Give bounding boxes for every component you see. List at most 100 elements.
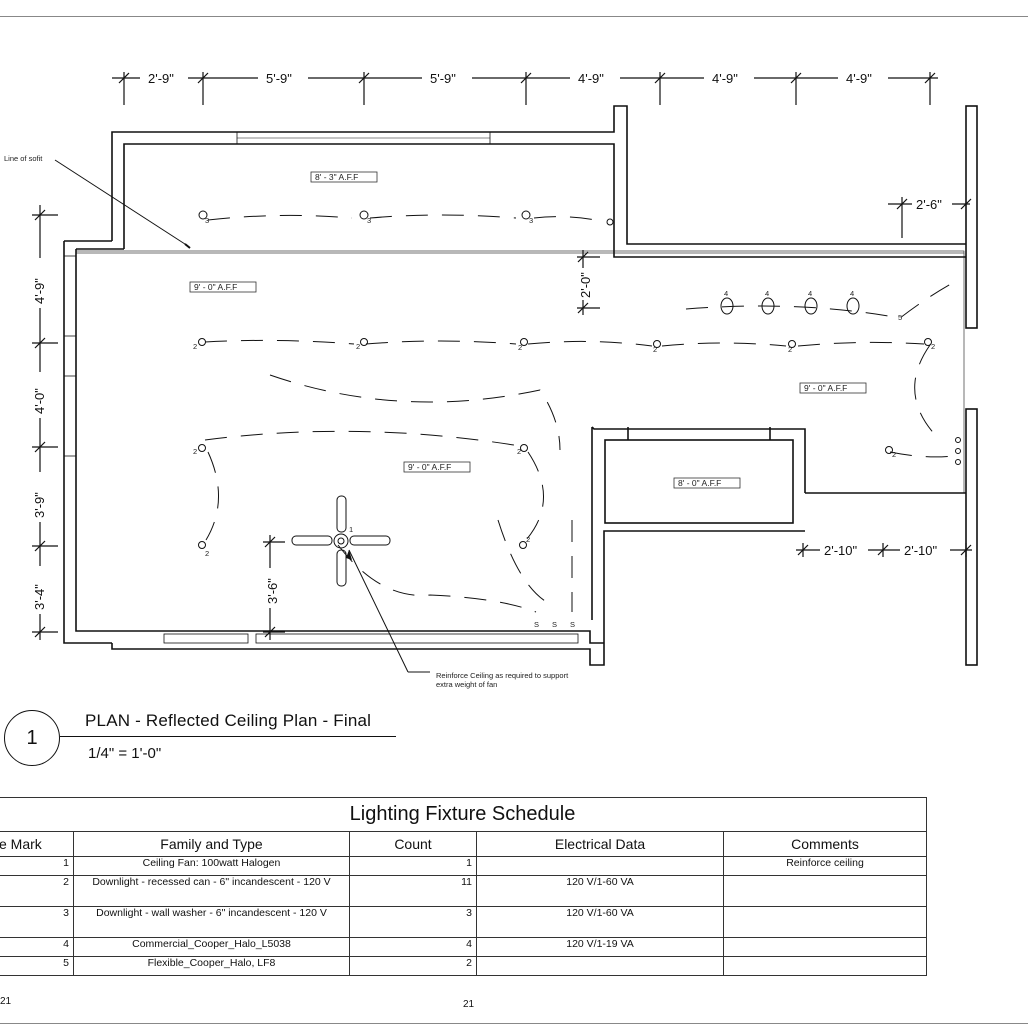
- mark-downlight-e: 2: [788, 345, 792, 354]
- view-scale: 1/4" = 1'-0": [88, 745, 162, 762]
- dim-center: 2'-0": [578, 272, 593, 298]
- tag-box-center: [403, 461, 471, 473]
- fan-note-leader: [346, 549, 430, 673]
- ceiling-tag-upper: 8' - 3" A.F.F: [315, 172, 358, 182]
- cell-electrical: [476, 856, 724, 876]
- mark-downlight-d: 2: [653, 345, 657, 354]
- cell-comments: [723, 937, 927, 957]
- page-number-center: 21: [463, 999, 475, 1010]
- mark-downlight-b: 2: [356, 342, 360, 351]
- col-comments: Comments: [723, 831, 927, 857]
- sheet-border-bottom: [0, 1023, 1028, 1024]
- mark-commercial-c: 4: [808, 289, 812, 298]
- dim-right-top: 2'-6": [916, 197, 942, 212]
- mark-washer-a: 3: [205, 216, 209, 225]
- mark-washer-c: 3: [529, 216, 533, 225]
- top-dimension-string: [112, 72, 938, 105]
- dim-bottom-right-2: 2'-10": [904, 543, 938, 558]
- cell-mark: 1: [0, 856, 74, 876]
- tag-box-left: [189, 281, 257, 293]
- cell-comments: [723, 875, 927, 907]
- ceiling-height-tags: 8' - 3" A.F.F 9' - 0" A.F.F 9' - 0" A.F.…: [189, 171, 867, 489]
- cell-mark: 3: [0, 906, 74, 938]
- cell-electrical: 120 V/1-19 VA: [476, 937, 724, 957]
- interior-dimension-labels: 2'-6" 2'-0" 3'-6" 2'-10" 2'-10": [262, 196, 952, 608]
- table-row: 5 Flexible_Cooper_Halo, LF8 2: [0, 956, 927, 976]
- lighting-fixture-schedule: Lighting Fixture Schedule e Mark Family …: [0, 797, 927, 976]
- ceiling-tag-center: 9' - 0" A.F.F: [408, 462, 451, 472]
- table-row: 3 Downlight - wall washer - 6" incandesc…: [0, 906, 927, 938]
- switch-mark-a: S: [534, 620, 539, 629]
- schedule-header-row: e Mark Family and Type Count Electrical …: [0, 831, 927, 857]
- schedule-title: Lighting Fixture Schedule: [0, 797, 927, 832]
- view-number-bubble: 1: [4, 710, 60, 766]
- downlight-fixtures: [198, 338, 961, 549]
- mark-downlight-g: 2: [193, 447, 197, 456]
- table-row: 1 Ceiling Fan: 100watt Halogen 1 Reinfor…: [0, 856, 927, 876]
- cell-comments: [723, 906, 927, 938]
- col-electrical: Electrical Data: [476, 831, 724, 857]
- switch-mark-b: S: [552, 620, 557, 629]
- sheet-border-top: [0, 16, 1028, 17]
- mark-commercial-b: 4: [765, 289, 769, 298]
- left-dimension-labels: 4'-9" 4'-0" 3'-9" 3'-4": [30, 258, 50, 614]
- interior-dimensions: [263, 197, 972, 640]
- cell-electrical: [476, 956, 724, 976]
- table-row: 4 Commercial_Cooper_Halo_L5038 4 120 V/1…: [0, 937, 927, 957]
- soffit-line: [54, 159, 191, 249]
- cell-electrical: 120 V/1-60 VA: [476, 875, 724, 907]
- wall-washer-fixtures: [198, 210, 614, 226]
- ceiling-tag-right: 9' - 0" A.F.F: [804, 383, 847, 393]
- cell-count: 1: [349, 856, 477, 876]
- mark-downlight-a: 2: [193, 342, 197, 351]
- dim-top-4: 4'-9": [578, 71, 604, 86]
- fixtures: [198, 210, 961, 587]
- dim-left-2: 4'-0": [32, 388, 47, 414]
- ceiling-fan: [291, 495, 391, 587]
- commercial-fixtures: [720, 297, 860, 315]
- mark-commercial-a: 4: [724, 289, 728, 298]
- mark-commercial-d: 4: [850, 289, 854, 298]
- switch-legs: [204, 214, 961, 613]
- ceiling-tag-left: 9' - 0" A.F.F: [194, 282, 237, 292]
- mark-downlight-h: 2: [517, 447, 521, 456]
- cell-type: Commercial_Cooper_Halo_L5038: [73, 937, 350, 957]
- fan-note-line-2: extra weight of fan: [436, 680, 497, 689]
- dim-top-5: 4'-9": [712, 71, 738, 86]
- ceiling-tag-closet: 8' - 0" A.F.F: [678, 478, 721, 488]
- tag-box-closet: [673, 477, 741, 489]
- tag-box-right: [799, 382, 867, 394]
- fixture-mark-labels: 1 3 3 3 2 2 2 2 2 2 2 2 2 2 2 4 4 4 4 5 …: [193, 216, 935, 629]
- tag-box-upper: [310, 171, 378, 183]
- col-family-type: Family and Type: [73, 831, 350, 857]
- mark-fan: 1: [349, 525, 353, 534]
- cell-count: 3: [349, 906, 477, 938]
- mark-flexible: 5: [898, 313, 902, 322]
- page-number-left: 21: [0, 996, 12, 1007]
- mark-downlight-i: 2: [205, 549, 209, 558]
- cell-mark: 2: [0, 875, 74, 907]
- view-title-rule: [60, 736, 396, 737]
- switch-mark-c: S: [570, 620, 575, 629]
- cell-type: Downlight - wall washer - 6" incandescen…: [73, 906, 350, 938]
- cell-count: 2: [349, 956, 477, 976]
- col-count: Count: [349, 831, 477, 857]
- cell-comments: Reinforce ceiling: [723, 856, 927, 876]
- soffit-note: Line of sofit: [4, 154, 43, 163]
- walls: [63, 105, 978, 666]
- dim-left-1: 4'-9": [32, 278, 47, 304]
- dim-top-1: 2'-9": [148, 71, 174, 86]
- dim-left-4: 3'-4": [32, 584, 47, 610]
- mark-washer-b: 3: [367, 216, 371, 225]
- mark-downlight-k: 2: [892, 450, 896, 459]
- cell-comments: [723, 956, 927, 976]
- cell-mark: 5: [0, 956, 74, 976]
- dim-top-2: 5'-9": [266, 71, 292, 86]
- cell-mark: 4: [0, 937, 74, 957]
- cell-count: 4: [349, 937, 477, 957]
- dim-bottom-right-1: 2'-10": [824, 543, 858, 558]
- view-title: PLAN - Reflected Ceiling Plan - Final: [85, 711, 372, 730]
- top-dimension-labels: 2'-9" 5'-9" 5'-9" 4'-9" 4'-9" 4'-9": [140, 70, 888, 86]
- mark-downlight-c: 2: [518, 343, 522, 352]
